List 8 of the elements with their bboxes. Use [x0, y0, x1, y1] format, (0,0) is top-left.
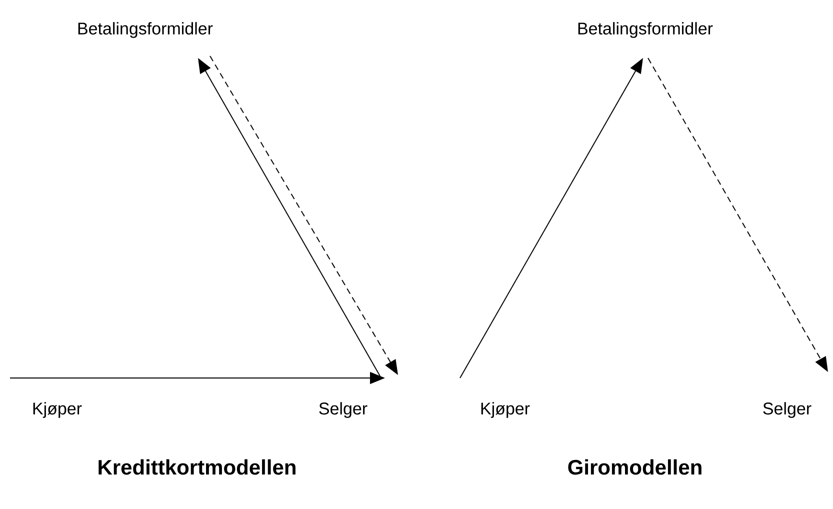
node-label: Kjøper — [481, 402, 530, 418]
node-label: Kjøper — [33, 402, 82, 418]
model-title: Giromodellen — [568, 459, 702, 475]
node-label: Selger — [763, 402, 812, 418]
model-title: Kredittkortmodellen — [98, 459, 296, 475]
node-label: Betalingsformidler — [578, 22, 713, 38]
node-label: Selger — [319, 402, 368, 418]
node-label: Betalingsformidler — [78, 22, 213, 38]
